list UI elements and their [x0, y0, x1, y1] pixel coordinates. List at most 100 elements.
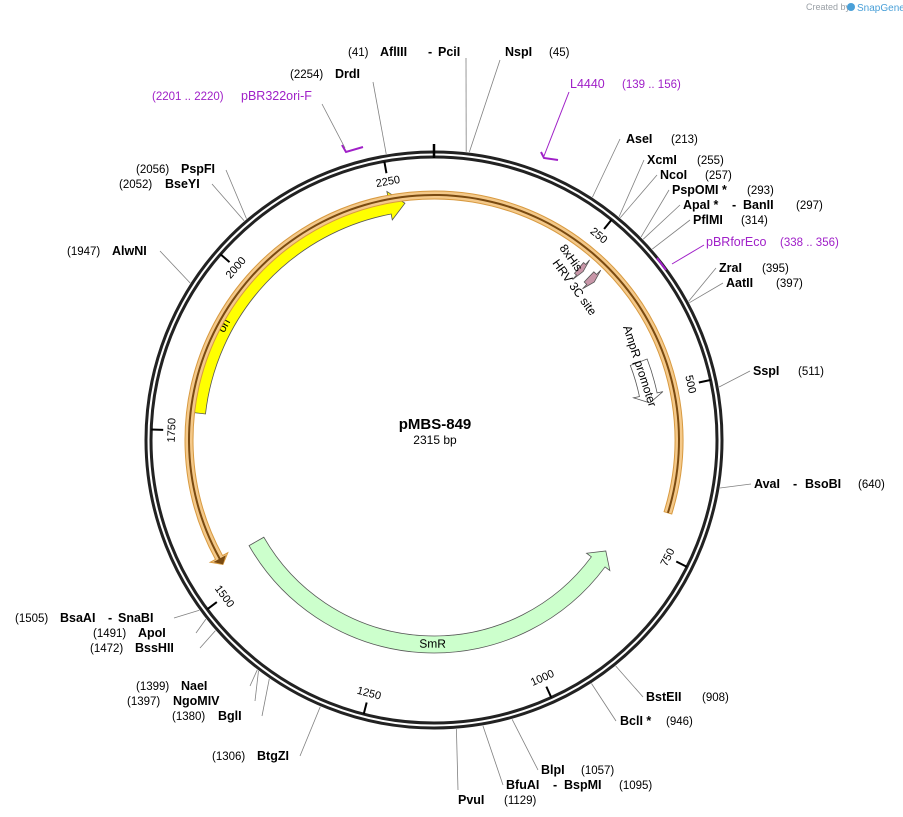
site-position: (2052): [119, 179, 152, 191]
site-aflIII-pciI[interactable]: (41) AflIII - PciI: [348, 45, 460, 59]
site-leader: [456, 729, 459, 791]
site-sspI[interactable]: SspI (511): [753, 364, 824, 378]
site-leader: [652, 219, 691, 250]
site-leader: [299, 706, 321, 757]
site-position: (1947): [67, 246, 100, 258]
site-leader: [619, 174, 658, 218]
site-position: (2056): [136, 164, 169, 176]
site-naeI[interactable]: (1399) NaeI: [136, 679, 207, 693]
tick-mark: [698, 378, 711, 384]
primer-label: L4440: [570, 77, 605, 91]
site-leader: [482, 725, 504, 786]
site-pvuI[interactable]: PvuI (1129): [458, 793, 537, 807]
site-name: ApaI *: [683, 198, 719, 212]
site-name: AseI: [626, 132, 652, 146]
site-leader: [719, 483, 752, 489]
site-bclI[interactable]: BclI * (946): [620, 714, 693, 728]
site-name: NaeI: [181, 679, 207, 693]
tick-label: 1750: [166, 418, 179, 443]
credit-brand: SnapGene: [857, 3, 903, 14]
site-position: (1399): [136, 681, 169, 693]
site-separator: -: [428, 45, 432, 59]
site-leader: [689, 282, 724, 304]
site-pspFI[interactable]: (2056) PspFI: [136, 162, 215, 176]
credit-prefix: Created by: [806, 2, 851, 12]
site-name: ZraI: [719, 261, 742, 275]
site-leader: [159, 250, 191, 284]
site-position: (255): [697, 155, 724, 167]
site-pspOMI[interactable]: PspOMI * (293): [672, 183, 774, 197]
site-bsaAI-snaBI[interactable]: (1505) BsaAI - SnaBI: [15, 611, 153, 625]
primer-mark: [656, 257, 667, 271]
primer-leader: [321, 103, 346, 149]
primer-range: (2201 .. 2220): [152, 91, 224, 103]
site-leader: [511, 719, 539, 771]
site-name: PspOMI *: [672, 183, 727, 197]
site-bstEII[interactable]: BstEII (908): [646, 690, 729, 704]
tick-mark: [545, 686, 553, 698]
site-leader: [640, 189, 670, 238]
site-apoI[interactable]: (1491) ApoI: [93, 626, 166, 640]
site-name: BglI: [218, 709, 242, 723]
site-leaders: [159, 57, 752, 791]
site-blpI[interactable]: BlpI (1057): [541, 763, 614, 777]
site-position: (1472): [90, 643, 123, 655]
site-bssHII[interactable]: (1472) BssHII: [90, 641, 174, 655]
site-position: (1095): [619, 780, 652, 792]
site-btgZI[interactable]: (1306) BtgZI: [212, 749, 289, 763]
site-name: PspFI: [181, 162, 215, 176]
tick-mark: [603, 219, 613, 230]
feature-orange[interactable]: [184, 190, 684, 565]
tick-mark: [206, 601, 218, 611]
tick-mark: [219, 253, 231, 263]
primer-range: (139 .. 156): [622, 79, 681, 91]
site-xcmI[interactable]: XcmI (255): [647, 153, 724, 167]
site-name: AflIII: [380, 45, 407, 59]
site-position: (293): [747, 185, 774, 197]
site-leader: [591, 683, 617, 722]
site-ngoMIV[interactable]: (1397) NgoMIV: [127, 694, 220, 708]
snapgene-logo-icon: [847, 3, 855, 11]
feature-arrow-halo: [184, 190, 684, 565]
site-position: (395): [762, 263, 789, 275]
site-name: ApoI: [138, 626, 166, 640]
site-name: SspI: [753, 364, 779, 378]
site-nspI[interactable]: NspI (45): [505, 45, 570, 59]
primer-pbr322ori-f[interactable]: (2201 .. 2220) pBR322ori-F: [152, 89, 364, 154]
site-position: (511): [798, 366, 824, 378]
site-leader: [261, 678, 270, 717]
site-ncoI[interactable]: NcoI (257): [660, 168, 732, 182]
tick-label: 500: [682, 374, 698, 394]
site-alwNI[interactable]: (1947) AlwNI: [67, 244, 147, 258]
site-position: (2254): [290, 69, 323, 81]
site-drdI[interactable]: (2254) DrdI: [290, 67, 360, 81]
feature-ori[interactable]: ori: [188, 190, 406, 415]
tick-label: 1000: [529, 668, 556, 689]
site-leader: [173, 609, 200, 619]
site-position: (1057): [581, 765, 614, 777]
site-position: (908): [702, 692, 729, 704]
site-leader: [211, 183, 245, 222]
site-leader: [718, 370, 751, 388]
site-zraI[interactable]: ZraI (395): [719, 261, 789, 275]
site-position: (946): [666, 716, 693, 728]
feature-smr[interactable]: SmR: [248, 536, 611, 654]
site-aseI[interactable]: AseI (213): [626, 132, 698, 146]
site-bseYI[interactable]: (2052) BseYI: [119, 177, 200, 191]
site-avaI-bsoBI[interactable]: AvaI - BsoBI (640): [754, 477, 885, 491]
site-bglI[interactable]: (1380) BglI: [172, 709, 242, 723]
site-name: NgoMIV: [173, 694, 220, 708]
site-pflMI[interactable]: PflMI (314): [693, 213, 768, 227]
site-leader: [372, 81, 387, 155]
primer-mark: [540, 151, 559, 161]
tick-mark: [362, 702, 368, 715]
primer-l4440[interactable]: L4440 (139 .. 156): [540, 77, 681, 161]
primer-pbrforeco[interactable]: pBRforEco (338 .. 356): [656, 235, 839, 271]
site-leader: [254, 670, 259, 702]
restriction-sites: (41) AflIII - PciI NspI (45) (2254) DrdI…: [15, 45, 885, 807]
site-position: (297): [796, 200, 823, 212]
site-aatII[interactable]: AatII (397): [726, 276, 803, 290]
site-position: (640): [858, 479, 885, 491]
site-apaI-banII[interactable]: ApaI * - BanII (297): [683, 198, 823, 212]
site-bfuAI-bspMI[interactable]: BfuAI - BspMI (1095): [506, 778, 652, 792]
